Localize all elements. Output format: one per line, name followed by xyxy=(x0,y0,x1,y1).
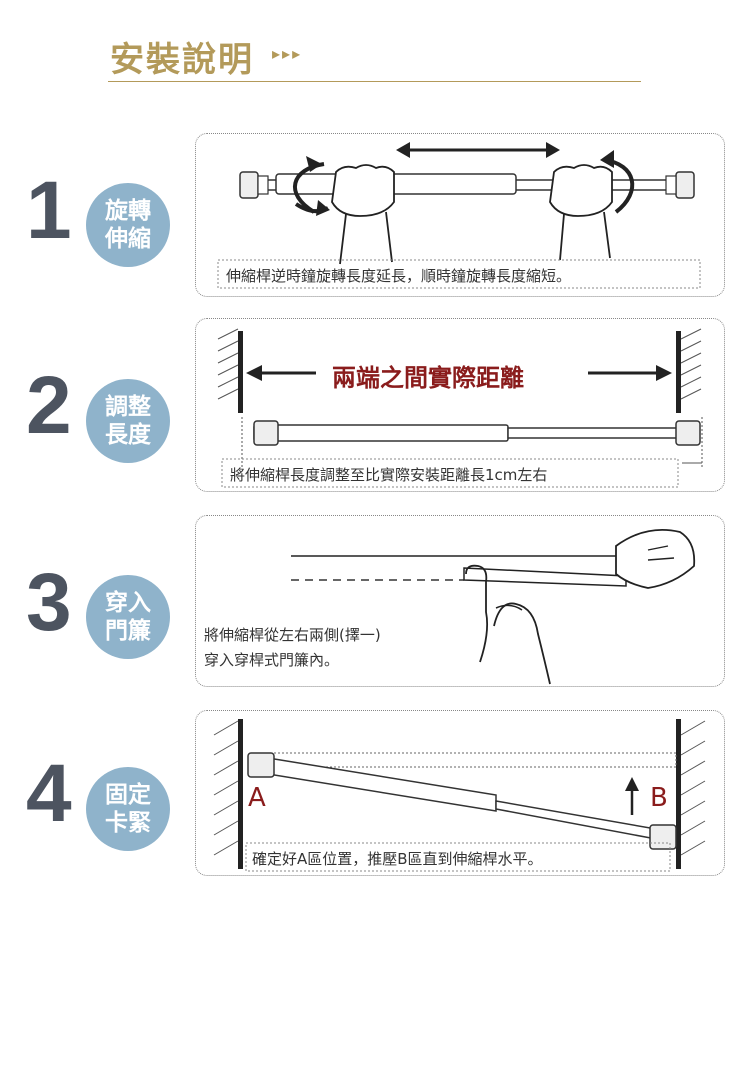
step-1-illustration xyxy=(217,142,701,289)
step-2-number: 2 xyxy=(26,360,72,451)
step-3-title-line1: 穿入 xyxy=(105,589,151,616)
step-4-badge: 固定 卡緊 xyxy=(86,767,170,851)
step-1-title-line1: 旋轉 xyxy=(105,197,151,224)
step-2-panel: 兩端之間實際距離 將伸縮桿長度調整至比實際安裝距離長1cm左右 xyxy=(195,318,725,492)
step-4-caption: 確定好A區位置，推壓B區直到伸縮桿水平。 xyxy=(252,850,543,868)
step-4-illustration xyxy=(213,719,706,872)
step-4-title-line1: 固定 xyxy=(105,781,151,808)
title-divider xyxy=(108,81,641,82)
step-1-title-line2: 伸縮 xyxy=(105,226,151,252)
step-3-number: 3 xyxy=(26,557,72,648)
step-3-caption-line1: 將伸縮桿從左右兩側(擇一) xyxy=(204,626,381,644)
step-1-badge: 旋轉 伸縮 xyxy=(86,183,170,267)
step-2-title-line2: 長度 xyxy=(105,422,151,448)
step-2-title-line1: 調整 xyxy=(105,393,151,420)
step-3-badge: 穿入 門簾 xyxy=(86,575,170,659)
distance-label: 兩端之間實際距離 xyxy=(332,364,524,392)
step-3-panel: 將伸縮桿從左右兩側(擇一) 穿入穿桿式門簾內。 xyxy=(195,515,725,687)
step-4-title-line2: 卡緊 xyxy=(105,810,151,836)
title-arrows-icon: ▸▸▸ xyxy=(272,44,303,63)
step-4-panel: A B 確定好A區位置，推壓B區直到伸縮桿水平。 xyxy=(195,710,725,876)
step-3-illustration xyxy=(291,529,696,685)
step-4-number: 4 xyxy=(26,748,72,839)
step-3-title-line2: 門簾 xyxy=(105,618,151,644)
mark-a: A xyxy=(248,783,266,813)
step-2-illustration xyxy=(217,328,703,488)
step-3-caption-line2: 穿入穿桿式門簾內。 xyxy=(204,651,340,669)
step-2-caption: 將伸縮桿長度調整至比實際安裝距離長1cm左右 xyxy=(230,466,548,484)
step-1-number: 1 xyxy=(26,165,72,256)
page-title: 安裝說明 xyxy=(110,40,254,80)
step-1-caption: 伸縮桿逆時鐘旋轉長度延長，順時鐘旋轉長度縮短。 xyxy=(226,267,572,285)
mark-b: B xyxy=(650,783,668,813)
step-1-panel: 伸縮桿逆時鐘旋轉長度延長，順時鐘旋轉長度縮短。 xyxy=(195,133,725,297)
step-2-badge: 調整 長度 xyxy=(86,379,170,463)
